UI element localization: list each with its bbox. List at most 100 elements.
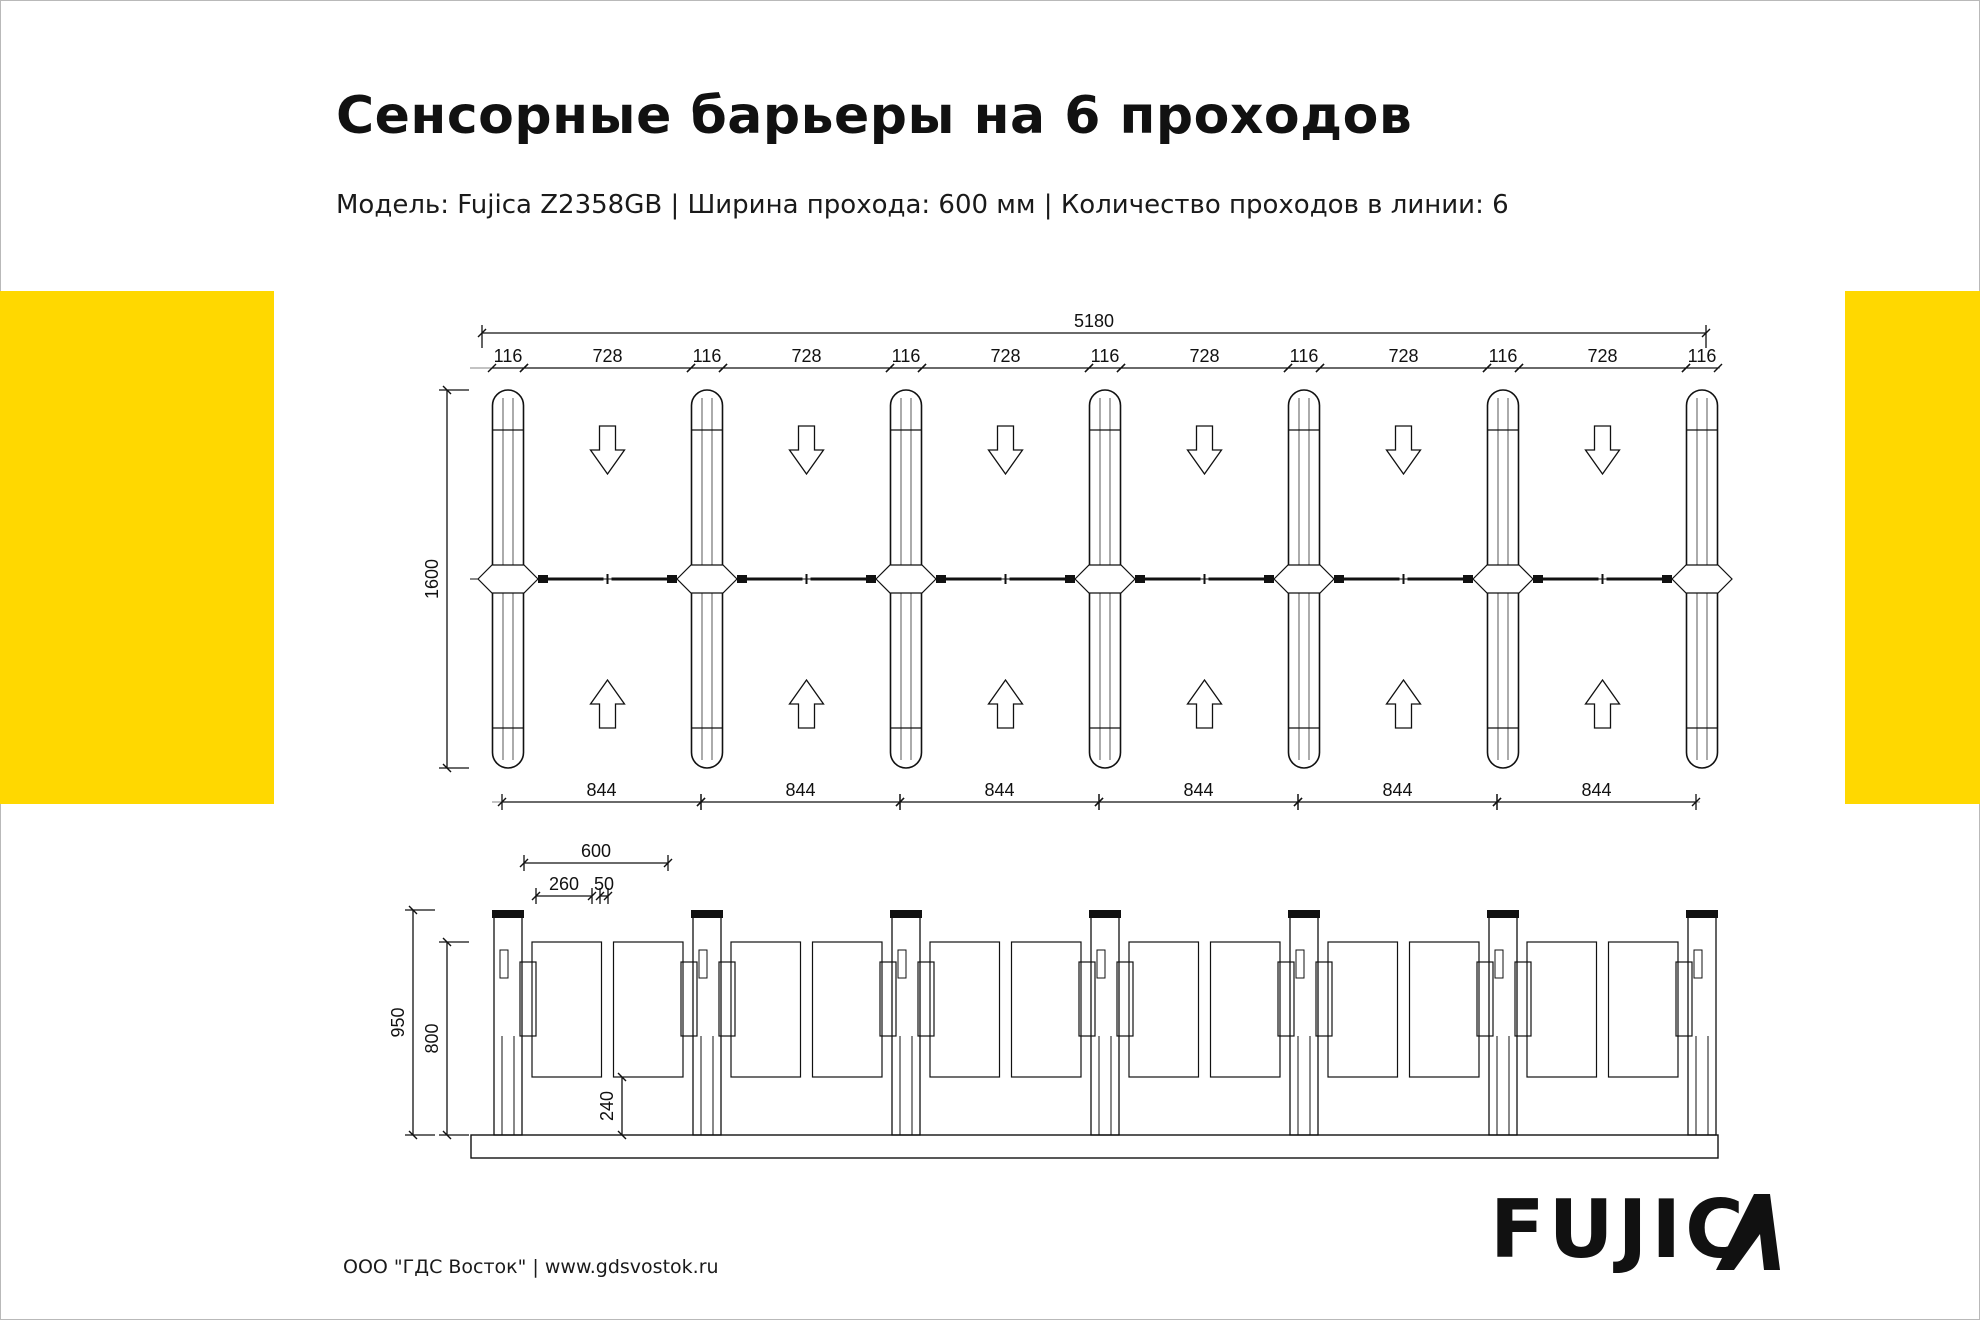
dimension-pillar-width: 116	[487, 346, 529, 373]
dimension-floor-clearance: 240	[597, 1072, 627, 1140]
dimension-depth: 1600	[422, 385, 469, 773]
hinge-box-left	[1277, 961, 1295, 1037]
dimension-pitch: 844	[1293, 780, 1502, 810]
dimension-label: 950	[388, 1007, 408, 1037]
glass-wing-panel	[811, 941, 883, 1078]
hinge-box-left	[879, 961, 897, 1037]
page-title: Сенсорные барьеры на 6 проходов	[336, 86, 1413, 146]
pillar-cap	[691, 910, 723, 918]
direction-arrow-icon	[1385, 678, 1422, 729]
hinge-box-left	[1476, 961, 1494, 1037]
plan-cabinet	[1074, 389, 1136, 769]
direction-arrow-icon	[589, 678, 626, 729]
dimension-label: 728	[1189, 346, 1219, 366]
pillar-cap	[890, 910, 922, 918]
plan-wing-pair	[1533, 574, 1672, 584]
dimension-label: 50	[594, 874, 614, 894]
wing-clamp	[1264, 575, 1274, 583]
direction-arrow-icon	[589, 425, 626, 476]
hinge-box-right	[1116, 961, 1134, 1037]
dimension-label: 600	[581, 841, 611, 861]
wing-clamp	[936, 575, 946, 583]
dimension-pillar-width: 116	[686, 346, 728, 373]
wing-clamp	[667, 575, 677, 583]
wing-hinge	[1273, 564, 1335, 594]
dimension-panel-part: 260	[531, 874, 597, 904]
wing-clamp	[1135, 575, 1145, 583]
plan-wing-pair	[538, 574, 677, 584]
dimension-label: 728	[592, 346, 622, 366]
side-pillar	[680, 910, 736, 1136]
footer-company: ООО "ГДС Восток" | www.gdsvostok.ru	[343, 1256, 719, 1278]
wing-clamp	[1463, 575, 1473, 583]
side-pillar	[1277, 910, 1333, 1136]
hinge-box-left	[680, 961, 698, 1037]
side-pillar	[1078, 910, 1134, 1136]
dimension-label: 116	[1091, 346, 1120, 366]
dimension-label: 728	[990, 346, 1020, 366]
plan-cabinet	[1671, 389, 1733, 769]
dimension-label: 844	[984, 780, 1014, 800]
dimension-label: 844	[586, 780, 616, 800]
dimension-label: 844	[1183, 780, 1213, 800]
plan-wing-pair	[737, 574, 876, 584]
plan-cabinet	[676, 389, 738, 769]
glass-wing-panel	[531, 941, 603, 1078]
dimension-pitch: 844	[895, 780, 1104, 810]
dimension-total-height: 950	[388, 905, 435, 1140]
glass-wing-panel	[1010, 941, 1082, 1078]
wing-clamp	[1334, 575, 1344, 583]
dimension-gap-width: 728	[1116, 346, 1293, 373]
dimension-panel-span: 600	[519, 841, 673, 871]
wing-hinge	[1472, 564, 1534, 594]
wing-clamp	[866, 575, 876, 583]
side-pillar	[1675, 910, 1718, 1136]
dimension-label: 240	[597, 1091, 617, 1121]
dimension-label: 728	[791, 346, 821, 366]
wing-clamp	[538, 575, 548, 583]
pillar-cap	[1089, 910, 1121, 918]
plan-wing-pair	[936, 574, 1075, 584]
direction-arrow-icon	[1584, 678, 1621, 729]
pillar-cap	[1487, 910, 1519, 918]
card-reader	[1096, 949, 1106, 979]
floor-slab	[470, 1134, 1719, 1159]
side-pillar	[1476, 910, 1532, 1136]
hinge-box-right	[519, 961, 537, 1037]
plan-cabinet	[1472, 389, 1534, 769]
direction-arrow-icon	[987, 425, 1024, 476]
wing-hinge	[477, 564, 539, 594]
pillar-cap	[1686, 910, 1718, 918]
glass-wing-panel	[1327, 941, 1399, 1078]
dimension-pillar-width: 116	[1681, 346, 1723, 373]
card-reader	[897, 949, 907, 979]
wing-hinge	[875, 564, 937, 594]
wing-clamp	[737, 575, 747, 583]
card-reader	[1295, 949, 1305, 979]
dimension-label: 1600	[422, 559, 442, 599]
side-pillar	[492, 910, 537, 1136]
direction-arrow-icon	[1584, 425, 1621, 476]
dimension-label: 260	[549, 874, 579, 894]
dimension-label: 116	[1290, 346, 1319, 366]
wing-clamp	[1065, 575, 1075, 583]
dimension-label: 844	[785, 780, 815, 800]
dimension-gap-part: 50	[594, 874, 614, 904]
pillar-body	[493, 915, 523, 1136]
dimension-pillar-width: 116	[1084, 346, 1126, 373]
dimension-label: 728	[1587, 346, 1617, 366]
card-reader	[499, 949, 509, 979]
glass-wing-panel	[1526, 941, 1598, 1078]
fujica-a-mark-icon	[1716, 1194, 1780, 1270]
side-pillar	[879, 910, 935, 1136]
direction-arrow-icon	[987, 678, 1024, 729]
pillar-cap	[492, 910, 524, 918]
dimension-gap-width: 728	[1514, 346, 1691, 373]
direction-arrow-icon	[788, 425, 825, 476]
pillar-cap	[1288, 910, 1320, 918]
page-subtitle: Модель: Fujica Z2358GB | Ширина прохода:…	[336, 190, 1509, 220]
glass-wing-panel	[1209, 941, 1281, 1078]
wing-hinge	[1074, 564, 1136, 594]
dimension-label: 5180	[1074, 311, 1114, 331]
